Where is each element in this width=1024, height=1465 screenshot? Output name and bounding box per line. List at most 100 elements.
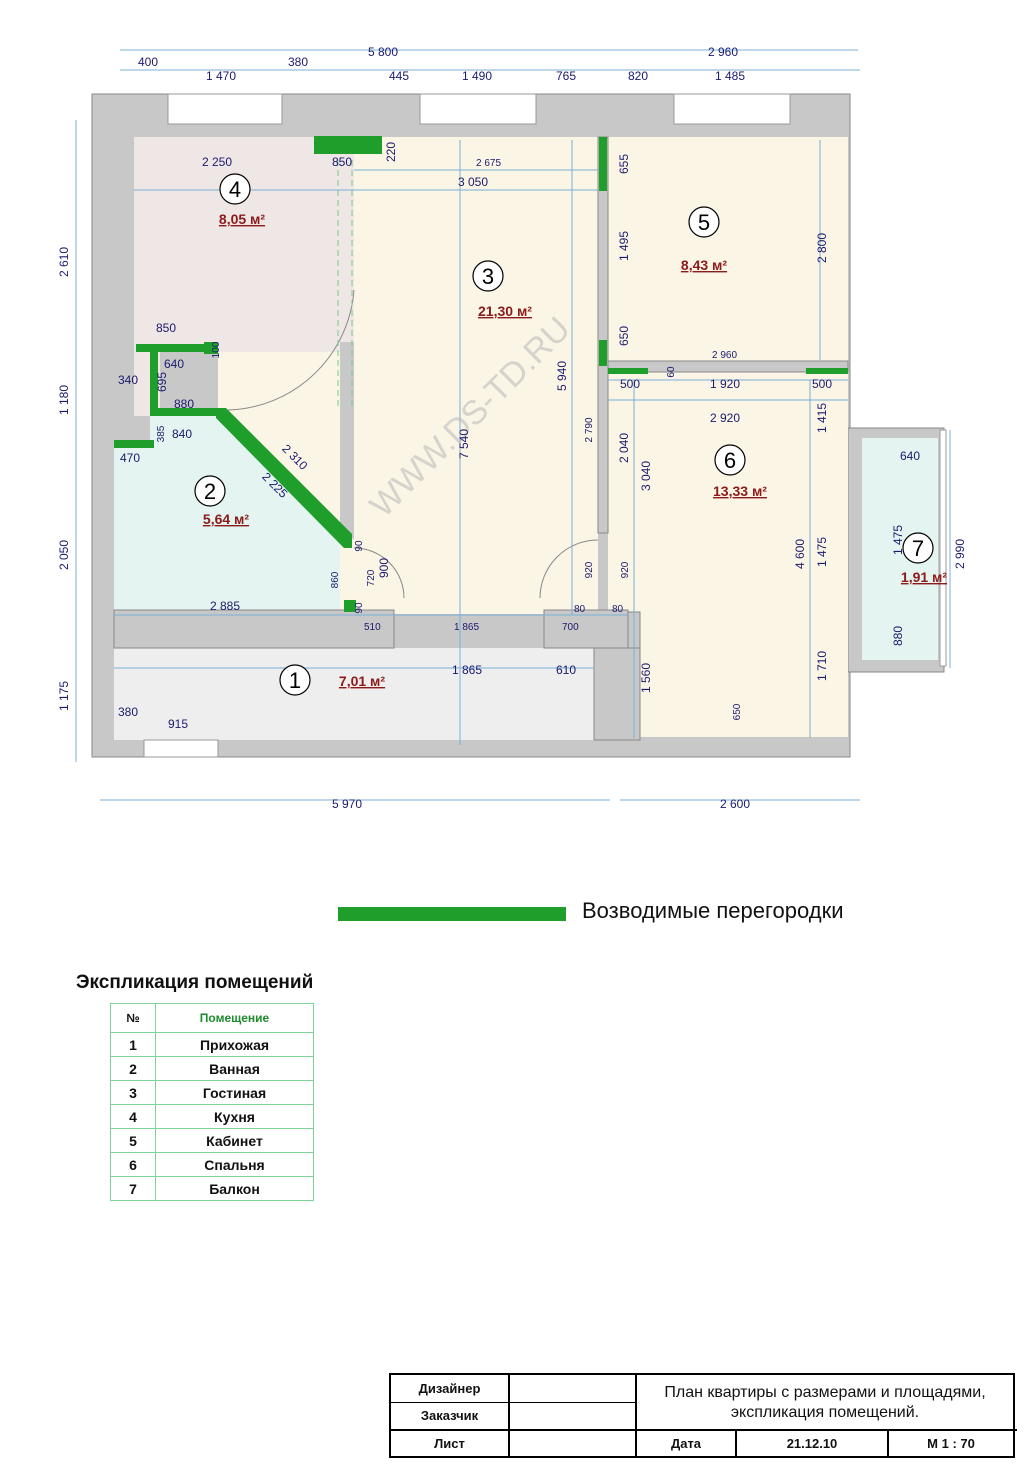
new-partitions	[114, 136, 848, 612]
legend-label: Возводимые перегородки	[582, 898, 844, 923]
row-no: 5	[110, 1128, 156, 1153]
scale-value: М 1 : 70	[927, 1435, 975, 1451]
dim-inner: 80	[612, 604, 624, 615]
dim-inner: 915	[168, 717, 188, 731]
table-header-row: № Помещение	[110, 1003, 314, 1033]
dim-inner-v: 3 040	[639, 461, 653, 491]
dim-inner: 500	[620, 377, 640, 391]
room-1-area: 7,01 м²	[339, 673, 385, 689]
dim-inner-v: 1 415	[815, 403, 829, 433]
row-room: Кабинет	[155, 1128, 314, 1153]
dim-inner: 60	[666, 366, 677, 378]
dim-inner-v: 7 540	[457, 429, 471, 459]
dimension-lines	[75, 49, 951, 801]
row-no: 4	[110, 1104, 156, 1129]
dim-inner: 1 865	[454, 622, 479, 633]
dim-inner: 90	[354, 602, 365, 614]
dim-inner-v: 1 495	[617, 231, 631, 261]
dim-inner: 100	[211, 341, 222, 358]
dim-left: 1 175	[57, 681, 71, 711]
dim-inner: 700	[562, 622, 579, 633]
drawing-title: План квартиры с размерами и площадями, э…	[664, 1384, 986, 1421]
dim-bottom: 5 970	[332, 797, 362, 811]
dim-inner-v: 1 710	[815, 651, 829, 681]
dim-inner: 880	[174, 397, 194, 411]
dim-top: 380	[288, 55, 308, 69]
dim-inner: 610	[556, 663, 576, 677]
dim-top: 1 485	[715, 69, 745, 83]
dim-inner: 2 675	[476, 158, 501, 169]
row-no: 1	[110, 1032, 156, 1057]
legend-swatch	[338, 907, 566, 921]
row-room: Гостиная	[155, 1080, 314, 1105]
dim-inner: 1 865	[452, 663, 482, 677]
dim-inner: 80	[574, 604, 586, 615]
row-no: 6	[110, 1152, 156, 1177]
title-block: Дизайнер Заказчик Лист План квартиры с р…	[389, 1373, 1017, 1458]
windows	[143, 93, 947, 758]
dim-inner: 1 920	[710, 377, 740, 391]
row-room: Балкон	[155, 1176, 314, 1201]
dim-top: 1 490	[462, 69, 492, 83]
dim-inner-v: 385	[156, 425, 167, 442]
row-no: 3	[110, 1080, 156, 1105]
dim-inner-v: 2 990	[953, 539, 967, 569]
dim-inner: 510	[364, 622, 381, 633]
dim-inner-v: 900	[377, 558, 391, 578]
room-7-number: 7	[912, 536, 924, 561]
dim-inner-v: 5 940	[555, 361, 569, 391]
dim-inner: 340	[118, 373, 138, 387]
row-room: Спальня	[155, 1152, 314, 1177]
room-2-area: 5,64 м²	[203, 511, 249, 527]
room-labels	[194, 173, 934, 696]
room-2-number: 2	[204, 479, 216, 504]
dim-inner-v: 860	[330, 571, 341, 588]
room-3-number: 3	[482, 264, 494, 289]
dim-inner-v: 2 800	[815, 233, 829, 263]
customer-label: Заказчик	[420, 1408, 479, 1423]
room-6-number: 6	[724, 448, 736, 473]
header-room: Помещение	[155, 1003, 314, 1033]
dim-inner: 2 250	[202, 155, 232, 169]
interior-walls	[113, 136, 849, 741]
designer-label: Дизайнер	[418, 1381, 481, 1396]
dim-inner: 90	[354, 540, 365, 552]
dim-inner: 640	[164, 357, 184, 371]
dim-inner-v: 2 790	[584, 417, 595, 442]
dim-top: 445	[389, 69, 409, 83]
dim-inner-v: 1 475	[815, 537, 829, 567]
dim-inner: 500	[812, 377, 832, 391]
explication-title: Экспликация помещений	[76, 972, 314, 993]
dim-inner: 640	[900, 449, 920, 463]
dim-inner-v: 4 600	[793, 539, 807, 569]
dim-inner: 2 960	[712, 350, 737, 361]
dim-inner-v: 655	[617, 154, 631, 174]
dim-inner: 840	[172, 427, 192, 441]
dim-top: 765	[556, 69, 576, 83]
date-label: Дата	[670, 1435, 702, 1451]
door-swings	[227, 160, 599, 599]
dim-inner: 220	[384, 142, 398, 162]
dim-inner: 2 920	[710, 411, 740, 425]
dim-bottom: 2 600	[720, 797, 750, 811]
dim-top: 5 800	[368, 45, 398, 59]
dim-inner-v: 1 560	[639, 663, 653, 693]
dim-inner: 850	[332, 155, 352, 169]
dim-top: 400	[138, 55, 158, 69]
dim-top: 820	[628, 69, 648, 83]
dim-inner: 470	[120, 451, 140, 465]
row-no: 7	[110, 1176, 156, 1201]
date-value: 21.12.10	[786, 1435, 838, 1451]
dim-left: 2 610	[57, 247, 71, 277]
dim-inner-v: 2 040	[617, 433, 631, 463]
room-1-number: 1	[289, 668, 301, 693]
row-room: Прихожая	[155, 1032, 314, 1057]
room-4-number: 4	[229, 177, 241, 202]
